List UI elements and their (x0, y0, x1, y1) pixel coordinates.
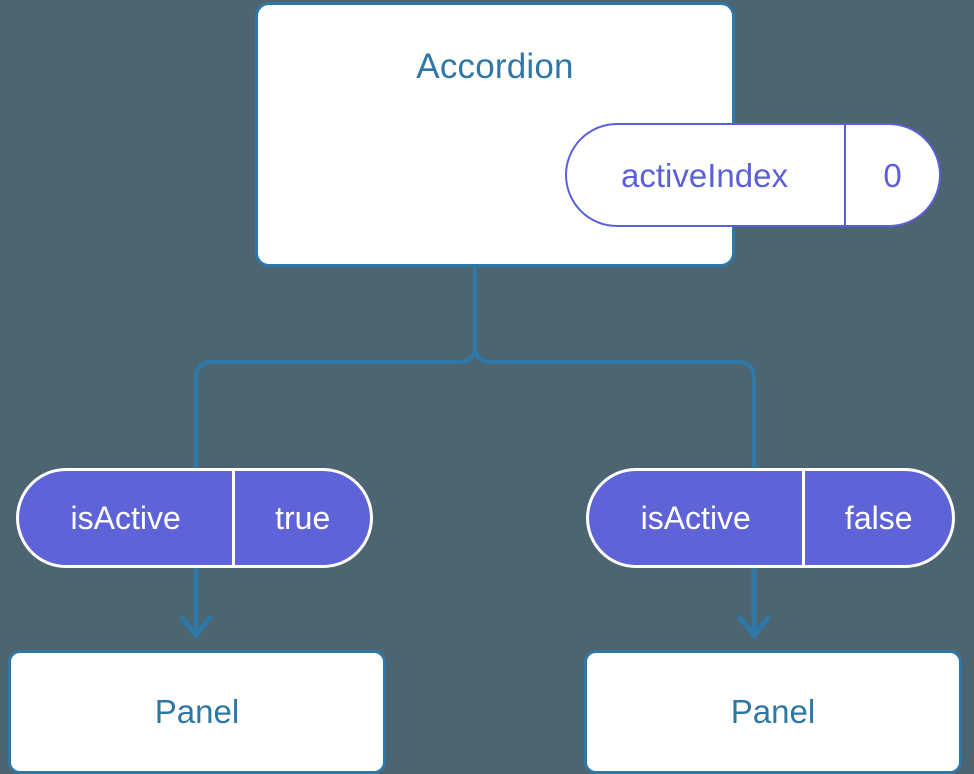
state-pill-active-index-key: activeIndex (621, 156, 788, 194)
prop-pill-is-active-false-value: false (802, 471, 952, 565)
state-pill-active-index-value: 0 (844, 125, 939, 225)
state-pill-active-index: activeIndex 0 (565, 123, 941, 227)
accordion-component-title: Accordion (416, 47, 574, 86)
panel-component-card-right: Panel (584, 650, 962, 774)
panel-component-title-right: Panel (730, 692, 816, 730)
accordion-component-card: Accordion activeIndex 0 (255, 2, 941, 267)
prop-pill-is-active-true: isActive true (16, 468, 373, 568)
connector-trunk-split (194, 265, 756, 470)
panel-component-card-left: Panel (8, 650, 386, 774)
arrowhead-right (737, 615, 771, 638)
panel-component-title-left: Panel (154, 692, 240, 730)
arrowhead-left (179, 615, 213, 638)
prop-pill-is-active-true-key: isActive (70, 500, 181, 536)
prop-pill-is-active-false-key: isActive (640, 500, 751, 536)
prop-pill-is-active-false: isActive false (586, 468, 955, 568)
prop-pill-is-active-true-value: true (232, 471, 370, 565)
